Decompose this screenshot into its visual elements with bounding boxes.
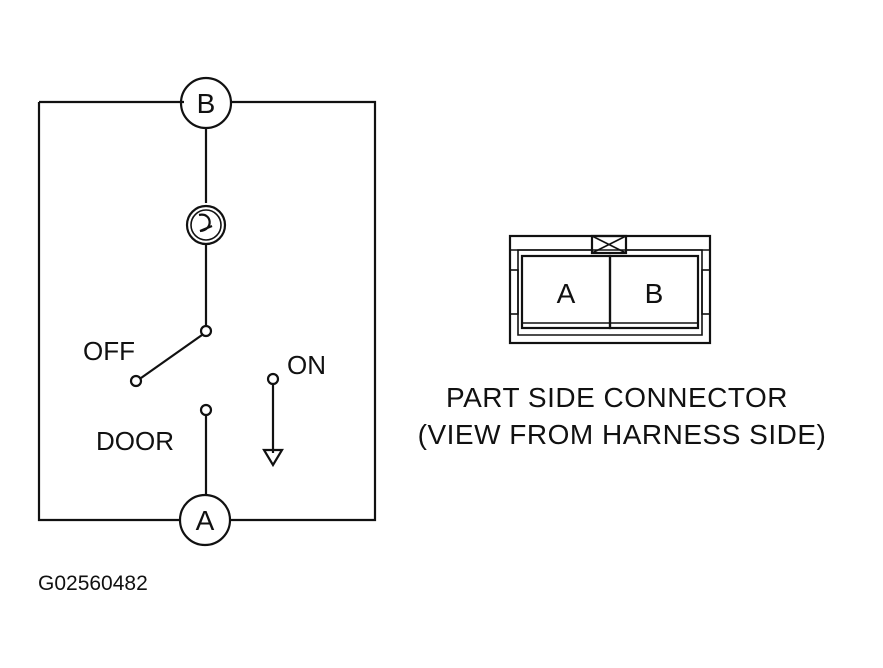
bulb-icon — [185, 204, 227, 246]
terminal-a-label: A — [196, 505, 215, 536]
contact-off — [129, 374, 143, 388]
schematic-frame — [37, 100, 377, 522]
connector-latch-icon — [590, 234, 628, 255]
label-on: ON — [287, 350, 326, 380]
terminal-a-circle — [178, 493, 232, 547]
connector-pin-b: B — [645, 278, 664, 309]
label-door: DOOR — [96, 426, 174, 456]
contact-on — [266, 372, 280, 386]
connector-view: A B PART SIDE CONNECTOR (VIEW FROM HARNE… — [418, 234, 827, 450]
connector-cavity-b — [608, 254, 700, 330]
switch-schematic: B OFF ON DOOR A — [37, 76, 377, 547]
terminal-b-label: B — [197, 88, 216, 119]
terminal-a: A — [178, 493, 232, 547]
connector-caption-line2: (VIEW FROM HARNESS SIDE) — [418, 419, 827, 450]
terminal-b: B — [179, 76, 233, 130]
label-off: OFF — [83, 336, 135, 366]
contact-door — [199, 403, 213, 417]
connector-pin-a: A — [557, 278, 576, 309]
figure-id: G02560482 — [38, 572, 148, 595]
switch-pivot-contact — [199, 324, 213, 338]
switch-blade — [140, 334, 203, 379]
ground-arrow-icon — [262, 448, 284, 468]
connector-caption-line1: PART SIDE CONNECTOR — [446, 382, 788, 413]
